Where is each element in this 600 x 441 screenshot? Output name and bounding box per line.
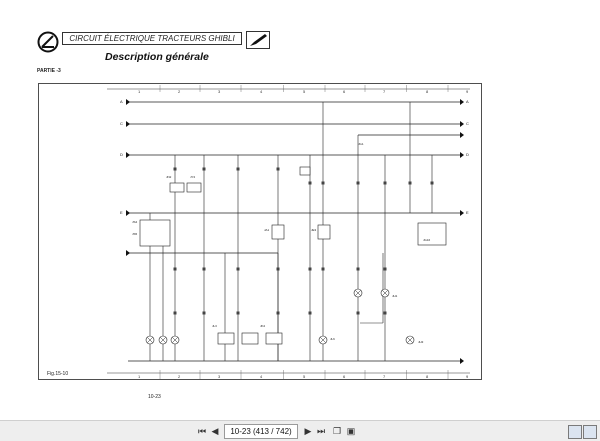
grid-number-top: 3 xyxy=(218,89,221,94)
svg-text:JE3: JE3 xyxy=(311,228,317,232)
svg-text:JA1: JA1 xyxy=(264,228,270,232)
next-page-icon[interactable]: ▶ xyxy=(304,426,312,436)
svg-text:JY2: JY2 xyxy=(190,175,196,179)
grid-number-top: 9 xyxy=(466,89,469,94)
svg-text:JL6: JL6 xyxy=(330,337,335,341)
grid-number-bottom: 3 xyxy=(218,374,221,379)
grid-number-top: 1 xyxy=(138,89,141,94)
bus-letter-left-a: A xyxy=(120,99,123,104)
figure-label: Fig.15-10 xyxy=(47,371,69,377)
prev-page-icon[interactable]: ◀ xyxy=(211,426,219,436)
two-page-view-icon[interactable] xyxy=(583,425,597,439)
bus-letter-right-a: A xyxy=(466,99,469,104)
manual-title: CIRCUIT ÉLECTRIQUE TRACTEURS GHIBLI xyxy=(62,32,242,45)
grid-number-bottom: 1 xyxy=(138,374,141,379)
svg-text:JG16: JG16 xyxy=(423,238,431,242)
partie-label: PARTIE -3 xyxy=(37,68,61,74)
company-logo xyxy=(37,31,59,53)
svg-text:JH3: JH3 xyxy=(418,340,424,344)
grid-number-bottom: 7 xyxy=(383,374,386,379)
grid-number-bottom: 4 xyxy=(260,374,263,379)
bus-letter-right-e: E xyxy=(466,210,469,215)
grid-number-bottom: 2 xyxy=(178,374,181,379)
grid-number-top: 7 xyxy=(383,89,386,94)
grid-number-top: 6 xyxy=(343,89,346,94)
page-indicator-field[interactable]: 10-23 (413 / 742) xyxy=(224,424,298,439)
svg-text:JS5: JS5 xyxy=(132,232,138,236)
page-reference: 10-23 xyxy=(148,394,161,400)
single-page-view-icon[interactable] xyxy=(568,425,582,439)
svg-text:JS4: JS4 xyxy=(132,220,138,224)
grid-number-bottom: 9 xyxy=(466,374,469,379)
bus-letter-left-d: D xyxy=(120,152,123,157)
copy-pages-icon[interactable]: ❐ xyxy=(332,426,342,436)
grid-number-top: 4 xyxy=(260,89,263,94)
svg-text:JL3: JL3 xyxy=(212,324,217,328)
svg-text:JG1: JG1 xyxy=(358,142,364,146)
grid-number-bottom: 6 xyxy=(343,374,346,379)
section-title: Description générale xyxy=(105,51,209,63)
pen-icon xyxy=(246,31,270,49)
bus-letter-left-e: E xyxy=(120,210,123,215)
last-page-icon[interactable]: ⏭ xyxy=(316,426,326,436)
grid-number-bottom: 8 xyxy=(426,374,429,379)
bus-letter-right-d: D xyxy=(466,152,469,157)
viewer-toolbar: ⏮ ◀ 10-23 (413 / 742) ▶ ⏭ ❐ ▣ xyxy=(0,420,600,441)
svg-text:JK2: JK2 xyxy=(260,324,266,328)
grid-number-top: 8 xyxy=(426,89,429,94)
svg-text:JN2: JN2 xyxy=(166,175,172,179)
grid-number-top: 5 xyxy=(303,89,306,94)
bus-letter-left-c: C xyxy=(120,121,123,126)
wiring-diagram: 1 2 3 4 5 6 7 8 9 1 2 3 4 5 6 7 8 9 A xyxy=(38,83,482,380)
fit-page-icon[interactable]: ▣ xyxy=(346,426,356,436)
first-page-icon[interactable]: ⏮ xyxy=(197,426,207,436)
grid-number-top: 2 xyxy=(178,89,181,94)
document-page: CIRCUIT ÉLECTRIQUE TRACTEURS GHIBLI Desc… xyxy=(37,31,482,400)
svg-text:JH1: JH1 xyxy=(392,294,398,298)
bus-letter-right-c: C xyxy=(466,121,469,126)
grid-number-bottom: 5 xyxy=(303,374,306,379)
